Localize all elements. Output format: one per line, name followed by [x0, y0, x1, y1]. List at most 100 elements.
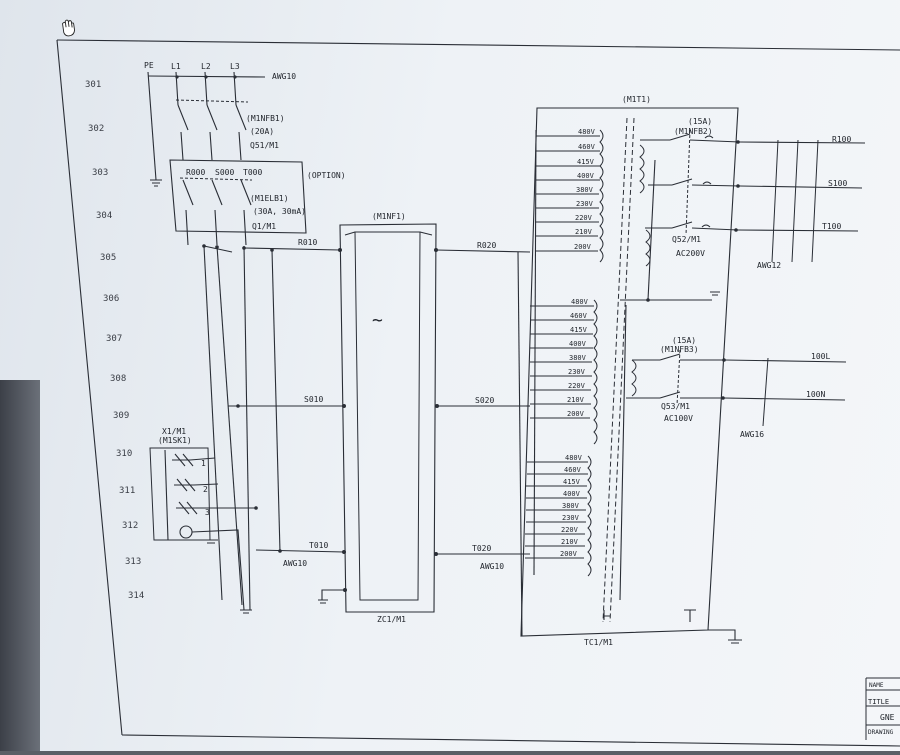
tap-label: 400V: [577, 172, 595, 180]
tap-label: 200V: [574, 243, 592, 251]
tap-label: 460V: [564, 466, 582, 474]
supply-l3-label: L3: [230, 62, 240, 71]
contact-number: 2: [203, 485, 208, 494]
wire-awg10-label: AWG10: [283, 559, 307, 568]
option-terminal: S000: [215, 168, 234, 177]
wire-t020-label: T020: [472, 544, 491, 553]
elcb-name: (M1ELB1): [250, 194, 289, 203]
supply-l1-label: L1: [171, 62, 181, 71]
tap-group-third: 480V 460V 415V 400V 380V 230V 220V 210V …: [525, 454, 592, 577]
row-number: 304: [96, 211, 112, 221]
supply-gauge-label: AWG10: [272, 72, 296, 81]
transformer-ref: TC1/M1: [584, 638, 613, 647]
filter-symbol: ~: [372, 310, 383, 331]
tap-label: 415V: [570, 326, 588, 334]
row-number: 308: [110, 374, 126, 384]
title-block-value: GNE: [880, 713, 895, 722]
elcb-rating: (30A, 30mA): [253, 207, 306, 216]
filter-name: (M1NF1): [372, 212, 406, 221]
tap-label: 210V: [575, 228, 593, 236]
contact-number: 1: [201, 459, 206, 468]
output-awg12: AWG12: [757, 261, 781, 270]
option-terminal: T000: [243, 168, 262, 177]
row-number: 310: [116, 449, 132, 459]
ac100-rating: (15A): [672, 336, 696, 345]
option-box: R000 S000 T000 (OPTION) (M1ELB1) (30A, 3…: [169, 159, 346, 246]
ac100-breaker: (15A) (M1NFB3) Q53/M1 AC100V: [619, 304, 725, 601]
output-t100: T100: [822, 222, 841, 231]
ac200-output-label: AC200V: [676, 249, 705, 258]
tap-label: 415V: [563, 478, 581, 486]
output-s100: S100: [828, 179, 847, 188]
ac200-rating: (15A): [688, 117, 712, 126]
monitor-bezel: [0, 380, 40, 751]
row-number: 309: [113, 411, 129, 421]
wire-r020-label: R020: [477, 241, 496, 250]
option-terminal: R000: [186, 168, 205, 177]
tap-label: 230V: [576, 200, 594, 208]
tap-label: 200V: [567, 410, 585, 418]
row-number: 301: [85, 80, 101, 90]
row-number: 312: [122, 521, 138, 531]
tap-label: 230V: [562, 514, 580, 522]
wire-s020-label: S020: [475, 396, 494, 405]
wire-s010-label: S010: [304, 395, 323, 404]
tap-label: 200V: [560, 550, 578, 558]
hand-cursor-icon: [62, 19, 75, 37]
tap-label: 220V: [568, 382, 586, 390]
tap-label: 210V: [567, 396, 585, 404]
ac200-breaker-ref: Q52/M1: [672, 235, 701, 244]
filter-ref: ZC1/M1: [377, 615, 406, 624]
ac200-breaker: (15A) (M1NFB2) Q52/M1 AC200V: [620, 117, 741, 302]
tap-group-primary: 480V 460V 415V 400V 380V 230V 220V 210V …: [535, 128, 604, 263]
output-awg16: AWG16: [740, 430, 764, 439]
ac200-breaker-name: (M1NFB2): [674, 127, 713, 136]
tap-label: 480V: [565, 454, 583, 462]
row-number: 313: [125, 557, 141, 567]
tap-label: 220V: [561, 526, 579, 534]
ac100-breaker-name: (M1NFB3): [660, 345, 699, 354]
title-block-title: TITLE: [868, 698, 889, 706]
tap-label: 380V: [576, 186, 594, 194]
contactor-ref: X1/M1: [162, 427, 186, 436]
main-breaker-ref: Q51/M1: [250, 141, 279, 150]
supply-pe-label: PE: [144, 61, 154, 70]
tap-label: 400V: [563, 490, 581, 498]
tap-label: 220V: [575, 214, 593, 222]
main-breaker: (M1NFB1) (20A) Q51/M1: [175, 99, 285, 161]
tap-label: 380V: [569, 354, 587, 362]
elcb-ref: Q1/M1: [252, 222, 276, 231]
row-number: 307: [106, 334, 122, 344]
contactor-name: (M1SK1): [158, 436, 192, 445]
tap-label: 480V: [571, 298, 589, 306]
tap-label: 460V: [570, 312, 588, 320]
row-number: 314: [128, 591, 144, 601]
transformer: (M1T1) TC1/M1: [517, 95, 739, 647]
option-label: (OPTION): [307, 171, 346, 180]
main-breaker-name: (M1NFB1): [246, 114, 285, 123]
wire-awg10-label: AWG10: [480, 562, 504, 571]
main-breaker-rating: (20A): [250, 127, 274, 136]
ac100-output-label: AC100V: [664, 414, 693, 423]
title-block-drawing: DRAWING: [868, 729, 894, 736]
transformer-name: (M1T1): [622, 95, 651, 104]
contact-number: 3: [205, 508, 210, 517]
tap-label: 380V: [562, 502, 580, 510]
title-block: NAME TITLE GNE DRAWING: [865, 677, 900, 740]
contactor-group: X1/M1 (M1SK1) 1 2 3: [149, 427, 258, 611]
tap-group-secondary: 480V 460V 415V 400V 380V 230V 220V 210V …: [530, 298, 598, 445]
tap-label: 480V: [578, 128, 596, 136]
title-block-name: NAME: [869, 682, 884, 689]
row-number: 305: [100, 253, 116, 263]
row-number: 306: [103, 294, 119, 304]
supply-l2-label: L2: [201, 62, 211, 71]
row-number: 311: [119, 486, 135, 496]
wire-r010-label: R010: [298, 238, 317, 247]
wire-t010-label: T010: [309, 541, 328, 550]
row-number: 303: [92, 168, 108, 178]
noise-filter: (M1NF1) ~ ZC1/M1: [321, 212, 439, 624]
tap-label: 460V: [578, 143, 596, 151]
tap-label: 400V: [569, 340, 587, 348]
